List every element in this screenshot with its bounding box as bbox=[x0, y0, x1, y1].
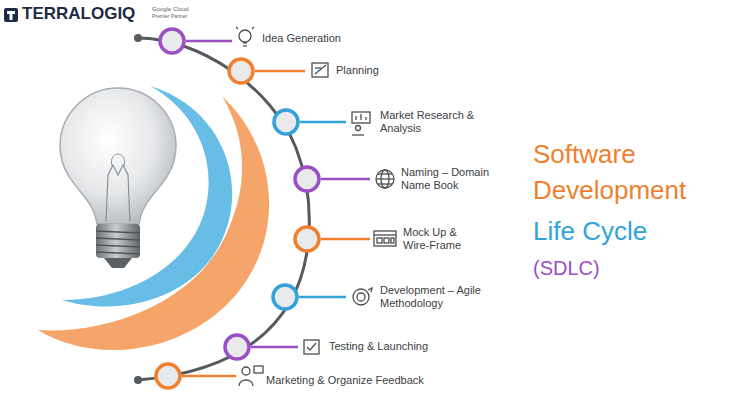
stage-label: Naming – Domain Name Book bbox=[401, 166, 501, 192]
testing-icon bbox=[304, 340, 319, 354]
leader-lines bbox=[182, 41, 370, 376]
arc-end-dot bbox=[134, 376, 142, 384]
agile-icon bbox=[353, 288, 372, 305]
timeline-arc bbox=[138, 38, 309, 380]
stage-label: Development – Agile Methodology bbox=[380, 284, 490, 310]
stage-circles bbox=[156, 29, 319, 388]
stage-label: Idea Generation bbox=[262, 32, 372, 45]
stage-label: Marketing & Organize Feedback bbox=[266, 374, 466, 387]
feedback-icon bbox=[239, 366, 263, 386]
stage-label: Mock Up & Wire-Frame bbox=[403, 226, 483, 252]
stage-label: Market Research & Analysis bbox=[380, 109, 478, 135]
planning-icon bbox=[312, 63, 328, 77]
logo-mark bbox=[4, 8, 18, 22]
title-text: (SDLC) bbox=[533, 255, 653, 281]
idea-icon bbox=[236, 27, 254, 46]
partner-badge: Premier Partner bbox=[152, 13, 202, 19]
stage-icons bbox=[236, 27, 396, 386]
title-text: Life Cycle bbox=[533, 214, 728, 248]
brand-name: TERRALOGIQ bbox=[22, 4, 152, 24]
partner-badge: Google Cloud bbox=[152, 6, 202, 13]
stage-label: Planning bbox=[336, 64, 426, 77]
wireframe-icon bbox=[374, 231, 396, 246]
arc-end-dot bbox=[134, 34, 142, 42]
globe-icon bbox=[376, 170, 394, 188]
stage-label: Testing & Launching bbox=[329, 340, 449, 353]
research-icon bbox=[352, 112, 370, 135]
light-bulb bbox=[60, 88, 176, 268]
title-text: Software Development bbox=[533, 136, 728, 208]
